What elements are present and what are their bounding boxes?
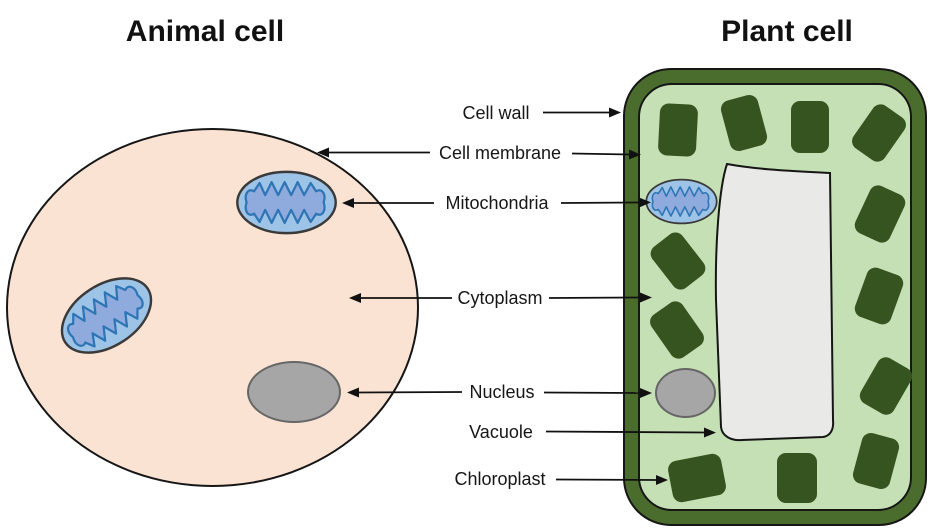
plant-nucleus (655, 368, 716, 418)
plant-mitochondrion (645, 178, 718, 225)
label-cell-membrane: Cell membrane (438, 143, 562, 163)
chloroplast (777, 453, 817, 503)
animal-cell-title: Animal cell (125, 15, 285, 48)
label-chloroplast: Chloroplast (454, 469, 546, 489)
label-cell-wall: Cell wall (462, 103, 530, 123)
label-nucleus: Nucleus (469, 382, 535, 402)
chloroplast (657, 103, 699, 157)
animal-mitochondrion-1 (236, 170, 337, 235)
label-mitochondria: Mitochondria (445, 193, 549, 213)
plant-vacuole (714, 162, 835, 442)
label-vacuole: Vacuole (469, 422, 533, 442)
plant-cell-title: Plant cell (721, 15, 853, 48)
chloroplast (791, 101, 829, 153)
animal-nucleus (247, 361, 341, 423)
label-cytoplasm: Cytoplasm (457, 288, 543, 308)
